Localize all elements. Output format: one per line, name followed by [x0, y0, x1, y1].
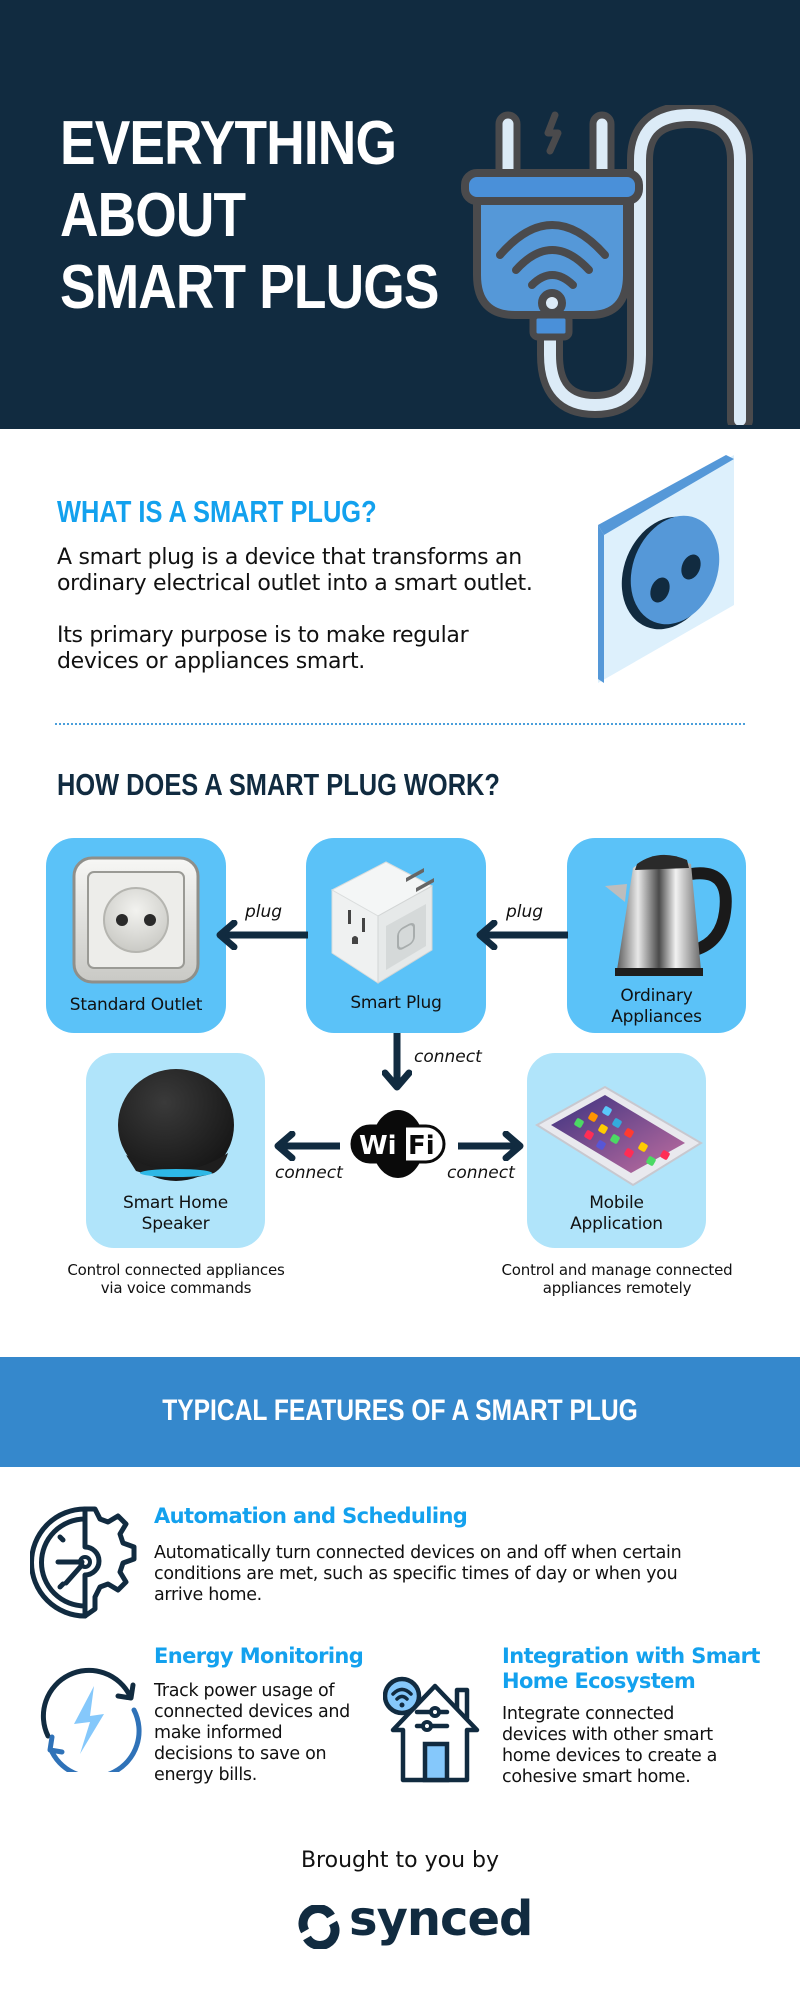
- brought-to-you-by: Brought to you by: [300, 1848, 500, 1873]
- caption-line: appliances remotely: [542, 1279, 692, 1297]
- energy-cycle-icon: [40, 1667, 142, 1772]
- arrow-plug-to-wifi: [382, 1033, 412, 1091]
- arrow-wifi-to-mobile: [458, 1131, 524, 1161]
- text-line: cohesive smart home.: [502, 1767, 691, 1787]
- arrow-appliance-to-plug: [476, 920, 568, 950]
- text-line: home devices to create a: [502, 1746, 718, 1766]
- what-is-heading: WHAT IS A SMART PLUG?: [57, 494, 377, 529]
- standard-outlet-card: Standard Outlet: [46, 838, 226, 1033]
- label-line: Ordinary: [620, 986, 693, 1006]
- speaker-caption: Control connected appliances via voice c…: [40, 1261, 312, 1297]
- synced-wordmark: synced: [349, 1891, 533, 1947]
- feature-title-integration: Integration with Smart Home Ecosystem: [502, 1644, 760, 1694]
- smart-home-speaker-label: Smart Home Speaker: [86, 1193, 265, 1235]
- wifi-wi-text: Wi: [359, 1131, 397, 1161]
- feature-text-automation: Automatically turn connected devices on …: [154, 1543, 682, 1606]
- text-line: energy bills.: [154, 1765, 258, 1785]
- ordinary-appliances-label: Ordinary Appliances: [567, 986, 746, 1028]
- text-line: Automatically turn connected devices on …: [154, 1543, 682, 1563]
- label-line: Speaker: [141, 1214, 210, 1234]
- wifi-logo-icon: Wi Fi: [350, 1110, 446, 1178]
- section-divider: [55, 723, 745, 725]
- text-line: decisions to save on: [154, 1744, 327, 1764]
- clock-gear-icon: [30, 1506, 137, 1619]
- text-line: A smart plug is a device that transforms…: [57, 545, 522, 570]
- mobile-application-card: Mobile Application: [527, 1053, 706, 1248]
- text-line: make informed: [154, 1723, 283, 1743]
- label-line: Mobile: [589, 1193, 644, 1213]
- text-line: devices or appliances smart.: [57, 649, 366, 674]
- feature-text-energy: Track power usage of connected devices a…: [154, 1681, 350, 1786]
- text-line: Track power usage of: [154, 1681, 335, 1701]
- caption-line: Control connected appliances: [67, 1261, 285, 1279]
- connect-label-right: connect: [447, 1163, 515, 1183]
- hero-title: EVERYTHING ABOUT SMART PLUGS: [60, 108, 439, 324]
- text-line: devices with other smart: [502, 1725, 713, 1745]
- hero-title-line: EVERYTHING: [60, 109, 397, 178]
- kettle-icon: [605, 854, 732, 976]
- text-line: arrive home.: [154, 1585, 262, 1605]
- text-line: connected devices and: [154, 1702, 350, 1722]
- wifi-fi-text: Fi: [408, 1131, 435, 1161]
- synced-logo[interactable]: synced: [297, 1891, 533, 1955]
- feature-text-integration: Integrate connected devices with other s…: [502, 1704, 717, 1788]
- smartphone-icon: [535, 1085, 703, 1187]
- mobile-application-label: Mobile Application: [527, 1193, 706, 1235]
- mobile-caption: Control and manage connected appliances …: [476, 1261, 758, 1297]
- feature-title-energy: Energy Monitoring: [154, 1644, 364, 1668]
- label-line: Smart Home: [122, 1193, 229, 1213]
- arrow-wifi-to-speaker: [274, 1131, 340, 1161]
- text-line: ordinary electrical outlet into a smart …: [57, 571, 533, 596]
- smart-home-icon: [383, 1676, 480, 1783]
- synced-logo-icon: [298, 1905, 340, 1949]
- connect-label-left: connect: [275, 1163, 343, 1183]
- text-line: conditions are met, such as specific tim…: [154, 1564, 678, 1584]
- feature-title-automation: Automation and Scheduling: [154, 1504, 468, 1528]
- features-heading-wrap: TYPICAL FEATURES OF A SMART PLUG: [0, 1393, 800, 1428]
- smart-plug-card: Smart Plug: [306, 838, 486, 1033]
- connect-label-down: connect: [414, 1047, 482, 1067]
- hero-title-line: ABOUT: [60, 181, 246, 250]
- what-is-paragraph-1: A smart plug is a device that transforms…: [57, 545, 533, 597]
- smart-plug-icon: [330, 861, 434, 984]
- title-line: Integration with Smart: [502, 1644, 760, 1668]
- plug-label-left: plug: [245, 902, 283, 922]
- wall-socket-icon: [598, 455, 734, 683]
- standard-outlet-icon: [72, 856, 200, 984]
- how-it-works-heading: HOW DOES A SMART PLUG WORK?: [57, 767, 500, 802]
- arrow-plug-to-outlet: [216, 920, 308, 950]
- wifi-plug-icon: [461, 105, 753, 425]
- smart-plug-label: Smart Plug: [350, 993, 442, 1013]
- caption-line: via voice commands: [100, 1279, 252, 1297]
- text-line: Integrate connected: [502, 1704, 675, 1724]
- hero-title-line: SMART PLUGS: [60, 253, 439, 322]
- what-is-paragraph-2: Its primary purpose is to make regular d…: [57, 623, 469, 675]
- smart-home-speaker-card: Smart Home Speaker: [86, 1053, 265, 1248]
- smart-speaker-icon: [118, 1069, 234, 1181]
- title-line: Home Ecosystem: [502, 1669, 696, 1693]
- caption-line: Control and manage connected: [501, 1261, 733, 1279]
- hero-banner: EVERYTHING ABOUT SMART PLUGS: [0, 0, 800, 429]
- plug-label-right: plug: [506, 902, 544, 922]
- standard-outlet-label: Standard Outlet: [69, 995, 203, 1015]
- features-heading: TYPICAL FEATURES OF A SMART PLUG: [162, 1394, 638, 1427]
- ordinary-appliances-card: Ordinary Appliances: [567, 838, 746, 1033]
- label-line: Appliances: [611, 1007, 702, 1027]
- text-line: Its primary purpose is to make regular: [57, 623, 469, 648]
- label-line: Application: [570, 1214, 663, 1234]
- features-banner: TYPICAL FEATURES OF A SMART PLUG: [0, 1357, 800, 1467]
